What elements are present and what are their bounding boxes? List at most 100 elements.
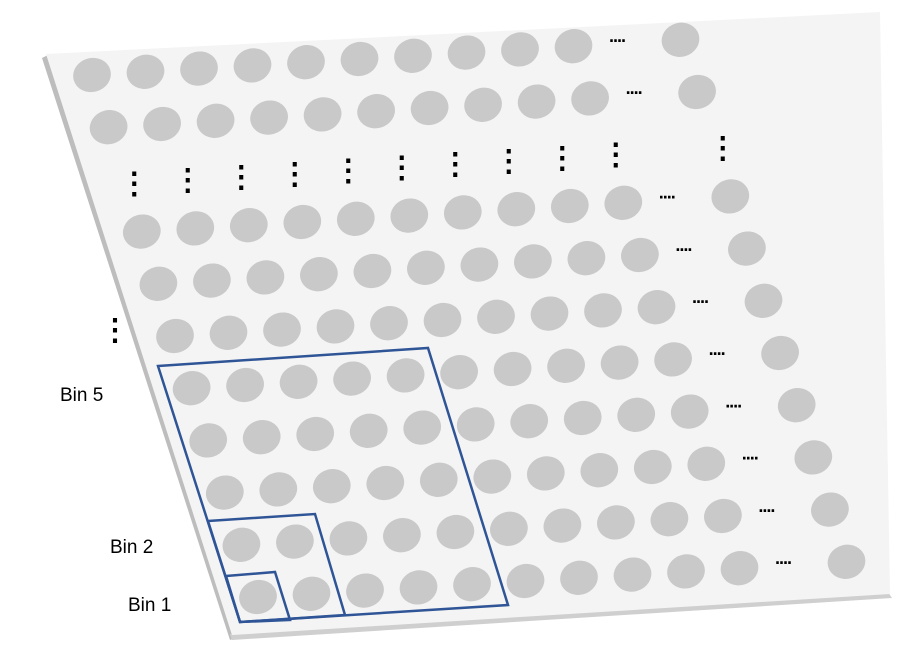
well bbox=[613, 557, 652, 592]
well bbox=[340, 41, 379, 77]
well bbox=[205, 475, 244, 510]
well bbox=[287, 45, 325, 80]
well bbox=[704, 498, 742, 534]
well bbox=[447, 35, 486, 70]
well bbox=[650, 502, 689, 537]
well bbox=[399, 570, 438, 605]
vertical-ellipsis: ⋮ bbox=[601, 139, 631, 172]
well bbox=[229, 208, 268, 243]
well bbox=[143, 106, 181, 142]
vertical-ellipsis: ⋮ bbox=[547, 142, 577, 175]
well bbox=[460, 247, 499, 282]
well bbox=[176, 211, 215, 246]
well bbox=[543, 508, 582, 543]
well bbox=[303, 97, 342, 132]
well bbox=[563, 400, 602, 436]
vertical-ellipsis: ⋮ bbox=[387, 151, 417, 184]
well bbox=[744, 283, 783, 318]
well bbox=[493, 351, 532, 387]
well bbox=[193, 263, 231, 298]
well bbox=[386, 358, 425, 393]
well bbox=[687, 446, 726, 481]
bin-2-label: Bin 2 bbox=[110, 537, 153, 558]
well bbox=[456, 407, 495, 442]
well bbox=[654, 342, 692, 377]
well bbox=[440, 355, 478, 390]
well bbox=[239, 579, 277, 615]
plate bbox=[46, 12, 890, 635]
well bbox=[711, 179, 750, 214]
well bbox=[357, 94, 395, 129]
well bbox=[394, 38, 432, 73]
horizontal-ellipsis: ···· bbox=[725, 396, 741, 416]
well bbox=[517, 84, 556, 119]
well bbox=[560, 560, 598, 595]
well bbox=[246, 260, 285, 295]
well bbox=[419, 462, 458, 497]
well bbox=[122, 214, 161, 249]
horizontal-ellipsis: ···· bbox=[758, 501, 774, 521]
vertical-ellipsis: ⋮ bbox=[494, 145, 524, 178]
well bbox=[554, 29, 593, 64]
well bbox=[473, 459, 512, 494]
well bbox=[600, 345, 639, 380]
well bbox=[370, 306, 408, 341]
well bbox=[346, 573, 384, 608]
horizontal-ellipsis: ···· bbox=[675, 240, 691, 260]
well bbox=[794, 440, 833, 475]
well bbox=[296, 416, 335, 452]
well bbox=[250, 100, 288, 135]
bin-5-label: Bin 5 bbox=[60, 385, 103, 406]
well bbox=[526, 456, 565, 491]
bin-1-label: Bin 1 bbox=[128, 595, 171, 616]
horizontal-ellipsis: ···· bbox=[626, 83, 642, 103]
well bbox=[156, 318, 194, 354]
well bbox=[678, 74, 716, 110]
well bbox=[276, 524, 314, 559]
well bbox=[777, 388, 816, 423]
vertical-ellipsis: ⋮ bbox=[226, 161, 256, 194]
vertical-ellipsis: ⋮ bbox=[280, 158, 310, 191]
well bbox=[506, 563, 545, 599]
well bbox=[292, 576, 331, 611]
well bbox=[390, 198, 429, 233]
well bbox=[567, 241, 606, 276]
well bbox=[550, 188, 589, 224]
well bbox=[263, 312, 301, 347]
well bbox=[189, 423, 228, 458]
well bbox=[209, 315, 248, 350]
well bbox=[436, 514, 475, 550]
well bbox=[312, 469, 351, 504]
well bbox=[196, 103, 235, 138]
horizontal-ellipsis: ···· bbox=[742, 449, 758, 469]
well bbox=[353, 253, 392, 289]
well bbox=[728, 231, 766, 266]
well bbox=[407, 250, 445, 285]
well bbox=[477, 299, 515, 334]
well bbox=[242, 420, 281, 455]
well bbox=[172, 371, 211, 406]
well bbox=[811, 492, 849, 527]
well bbox=[514, 244, 552, 279]
horizontal-ellipsis: ···· bbox=[609, 31, 625, 51]
well bbox=[604, 185, 643, 220]
well bbox=[617, 397, 656, 432]
well bbox=[126, 54, 165, 89]
well bbox=[333, 361, 371, 396]
well bbox=[827, 544, 866, 579]
vertical-ellipsis: ⋮ bbox=[440, 148, 470, 181]
well bbox=[443, 195, 482, 230]
well bbox=[501, 32, 539, 67]
well bbox=[464, 87, 502, 122]
well bbox=[366, 465, 405, 501]
well bbox=[316, 309, 355, 344]
well bbox=[637, 290, 676, 325]
well bbox=[73, 57, 111, 93]
well bbox=[580, 453, 619, 488]
well bbox=[423, 302, 462, 338]
bin-outlines bbox=[156, 346, 510, 624]
well bbox=[383, 518, 421, 553]
vertical-ellipsis: ⋮ bbox=[173, 164, 203, 197]
well bbox=[510, 404, 549, 439]
